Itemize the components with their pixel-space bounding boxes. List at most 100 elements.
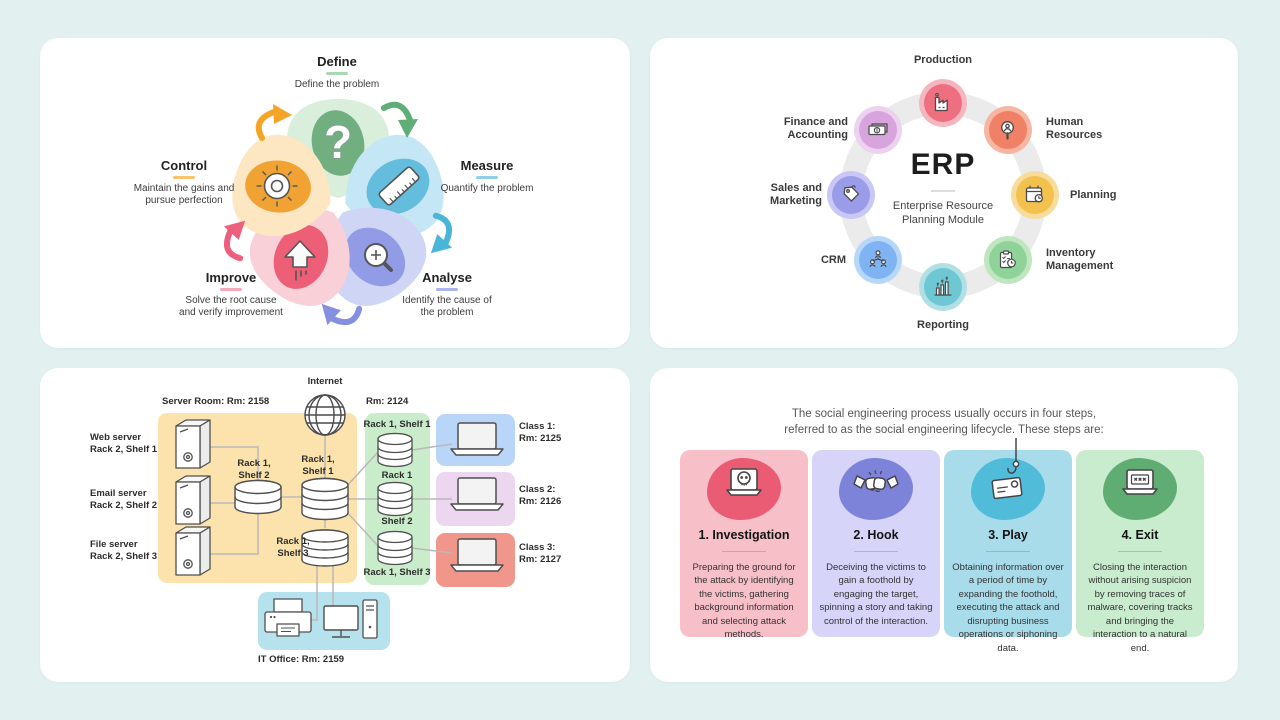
price-tag-icon — [843, 185, 860, 202]
dmaic-flower-diagram: ? — [223, 99, 453, 326]
social-intro-text: The social engineering process usually o… — [784, 408, 1104, 437]
analyse-underline — [436, 288, 458, 291]
internet-label: Internet — [307, 376, 343, 387]
phishing-hook-card-icon — [991, 438, 1023, 500]
planning-label: Planning — [1070, 189, 1117, 201]
hook-desc: Deceiving the victims to gain a foothold… — [819, 562, 933, 627]
investigation-title: 1. Investigation — [698, 528, 790, 542]
erp-panel: ERP Enterprise Resource Planning Module — [650, 38, 1238, 348]
dmaic-panel: ? — [40, 38, 630, 348]
crm-node — [854, 236, 902, 284]
control-to-define-arrow — [255, 104, 292, 141]
play-desc: Obtaining information over a period of t… — [952, 562, 1064, 654]
room-2124-label: Rm: 2124 — [366, 396, 409, 407]
email-server-icon — [175, 475, 211, 525]
inventory-node — [984, 236, 1032, 284]
sales-marketing-label: Sales and Marketing — [770, 182, 822, 208]
analyse-desc: Identify the cause of the problem — [402, 295, 492, 318]
printer-icon — [264, 598, 312, 637]
production-node-inner — [924, 84, 962, 122]
web-server-icon — [175, 419, 211, 469]
desktop-monitor-icon — [323, 605, 359, 638]
password-laptop-icon — [1122, 469, 1158, 495]
define-desc: Define the problem — [294, 79, 380, 90]
analyse-to-improve-arrow — [321, 303, 363, 326]
investigation-divider — [722, 551, 766, 552]
play-card: 3. Play Obtaining information over a per… — [944, 438, 1072, 654]
shelf2-label: Shelf 2 — [381, 516, 413, 527]
human-resources-node — [984, 106, 1032, 154]
define-title: Define — [317, 54, 357, 69]
measure-desc: Quantify the problem — [440, 183, 534, 194]
switch-rack1-shelf1-icon — [301, 477, 349, 521]
investigation-desc: Preparing the ground for the attack by i… — [692, 562, 796, 641]
finance-accounting-node — [854, 106, 902, 154]
pc-tower-icon — [362, 599, 378, 639]
analyse-label-block: Analyse Identify the cause of the proble… — [367, 270, 527, 319]
internet-globe-icon — [304, 394, 346, 436]
crm-label: CRM — [820, 254, 846, 266]
inventory-node-inner — [989, 241, 1027, 279]
production-node — [919, 79, 967, 127]
network-panel: Internet Server Room: Rm: 2158 Web serve… — [40, 368, 630, 682]
improve-title: Improve — [205, 270, 257, 285]
network-links — [210, 435, 453, 621]
measure-label-block: Measure Quantify the problem — [407, 158, 567, 195]
rack1-shelf3-label: Rack 1, Shelf 3 — [363, 567, 431, 578]
erp-title: ERP — [910, 148, 976, 181]
factory-icon — [934, 92, 948, 112]
erp-center-block: ERP Enterprise Resource Planning Module — [883, 148, 1003, 228]
improve-to-control-arrow — [223, 220, 246, 262]
class3-label: Class 3: Rm: 2127 — [519, 542, 562, 566]
sales-marketing-node — [827, 171, 875, 219]
social-engineering-panel: The social engineering process usually o… — [650, 368, 1238, 682]
reporting-label: Reporting — [917, 319, 969, 331]
question-mark-icon: ? — [324, 116, 352, 168]
crm-node-inner — [859, 241, 897, 279]
banknote-icon — [868, 123, 888, 136]
handshake-icon — [853, 470, 899, 493]
it-office-label: IT Office: Rm: 2159 — [258, 654, 345, 665]
exit-card: 4. Exit Closing the interaction without … — [1076, 450, 1204, 654]
rack1-shelf3-cylinder-icon — [377, 530, 413, 566]
class1-label: Class 1: Rm: 2125 — [519, 421, 562, 445]
improve-label-block: Improve Solve the root cause and verify … — [151, 270, 311, 319]
inventory-label: Inventory Management — [1046, 247, 1114, 273]
define-label-block: Define Define the problem — [257, 54, 417, 91]
magnifier-plus-icon — [364, 243, 393, 272]
finance-accounting-node-inner — [859, 111, 897, 149]
file-server-icon — [175, 526, 211, 576]
production-label: Production — [913, 54, 973, 66]
improve-underline — [220, 288, 242, 291]
hook-title: 2. Hook — [853, 528, 899, 542]
measure-title: Measure — [460, 158, 514, 173]
control-underline — [173, 176, 195, 179]
erp-divider — [931, 190, 955, 192]
calendar-clock-icon — [1025, 185, 1044, 203]
erp-subtitle: Enterprise Resource Planning Module — [892, 200, 994, 226]
improve-arrow-icon — [284, 240, 316, 281]
improve-desc: Solve the root cause and verify improvem… — [179, 295, 283, 318]
hook-card: 2. Hook Deceiving the victims to gain a … — [812, 450, 940, 637]
switch-rack1-shelf3-icon — [301, 529, 349, 567]
server-room-label: Server Room: Rm: 2158 — [162, 396, 270, 407]
define-to-measure-arrow — [381, 101, 418, 138]
class1-laptop-icon — [450, 422, 504, 456]
exit-desc: Closing the interaction without arising … — [1087, 562, 1193, 654]
switch-shelf1-label: Rack 1, Shelf 1 — [301, 454, 335, 478]
hook-divider — [854, 551, 898, 552]
human-resources-node-inner — [989, 111, 1027, 149]
play-divider — [986, 551, 1030, 552]
switch-rack1-shelf2-icon — [234, 479, 282, 515]
planning-node-inner — [1016, 176, 1054, 214]
control-gear-icon — [256, 165, 298, 207]
investigation-card: 1. Investigation Preparing the ground fo… — [680, 450, 808, 640]
control-title: Control — [160, 158, 208, 173]
reporting-node-inner — [924, 268, 962, 306]
